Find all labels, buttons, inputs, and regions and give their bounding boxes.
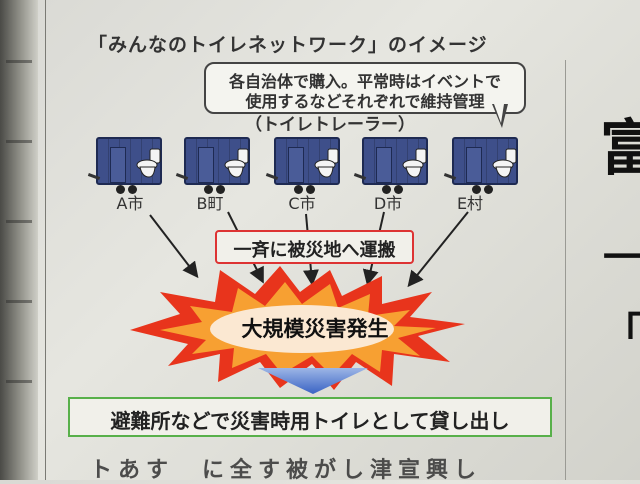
trailer-wheels [472, 179, 502, 194]
trailer-caption: （トイレトレーラー） [245, 115, 415, 135]
trailer-body [184, 137, 250, 185]
arrow-from-e [407, 211, 469, 288]
city-label-d: D市 [373, 194, 403, 213]
arrow-from-a [149, 214, 199, 279]
toilet-trailer [443, 135, 520, 194]
city-label-a: A市 [116, 194, 144, 213]
bubble-line-2: 使用するなどそれぞれで維持管理 [245, 92, 485, 111]
trailer-wheels [294, 179, 324, 194]
toilet-trailer [175, 135, 252, 194]
toilet-icon [402, 148, 427, 178]
lending-box: 避難所などで災害時用トイレとして貸し出し [68, 397, 552, 437]
adjacent-column-char: 富 [600, 114, 640, 184]
toilet-icon [492, 148, 517, 178]
trailer-body [274, 137, 340, 185]
trailer-door [198, 147, 214, 183]
toilet-icon [224, 148, 249, 178]
transport-banner-text: 一斉に被災地へ運搬 [233, 240, 396, 261]
page-edge [0, 0, 38, 480]
figure-title: 「みんなのトイレネットワーク」のイメージ [88, 34, 488, 56]
trailer-door [376, 147, 392, 183]
toilet-icon [314, 148, 339, 178]
speech-bubble: 各自治体で購入。平常時はイベントで 使用するなどそれぞれで維持管理 [204, 62, 526, 114]
trailer-body [96, 137, 162, 185]
trailer-wheels [382, 179, 412, 194]
bubble-line-1: 各自治体で購入。平常時はイベントで [228, 72, 501, 91]
column-rule-right [565, 60, 566, 480]
lending-text: 避難所などで災害時用トイレとして貸し出し [110, 409, 510, 433]
adjacent-column-char-3: 「 [603, 310, 640, 356]
trailer-body [452, 137, 518, 185]
column-rule [45, 0, 46, 480]
toilet-trailer [265, 135, 342, 194]
transport-banner: 一斉に被災地へ運搬 [215, 230, 414, 264]
toilet-trailer [353, 135, 430, 194]
trailer-door [288, 147, 304, 183]
bleed-through-text: トあす に全す被がし津宣興し [90, 458, 483, 483]
disaster-burst [130, 266, 465, 390]
adjacent-column-char-2: 一 [603, 235, 640, 281]
trailer-door [466, 147, 482, 183]
city-label-b: B町 [196, 194, 224, 213]
trailer-body [362, 137, 428, 185]
toilet-trailer [87, 135, 164, 194]
city-label-e: E村 [456, 194, 484, 213]
down-arrow [258, 368, 368, 394]
trailer-door [110, 147, 126, 183]
city-label-c: C市 [288, 194, 316, 213]
trailer-wheels [116, 179, 146, 194]
disaster-label: 大規模災害発生 [241, 317, 389, 341]
toilet-icon [136, 148, 161, 178]
trailer-wheels [204, 179, 234, 194]
